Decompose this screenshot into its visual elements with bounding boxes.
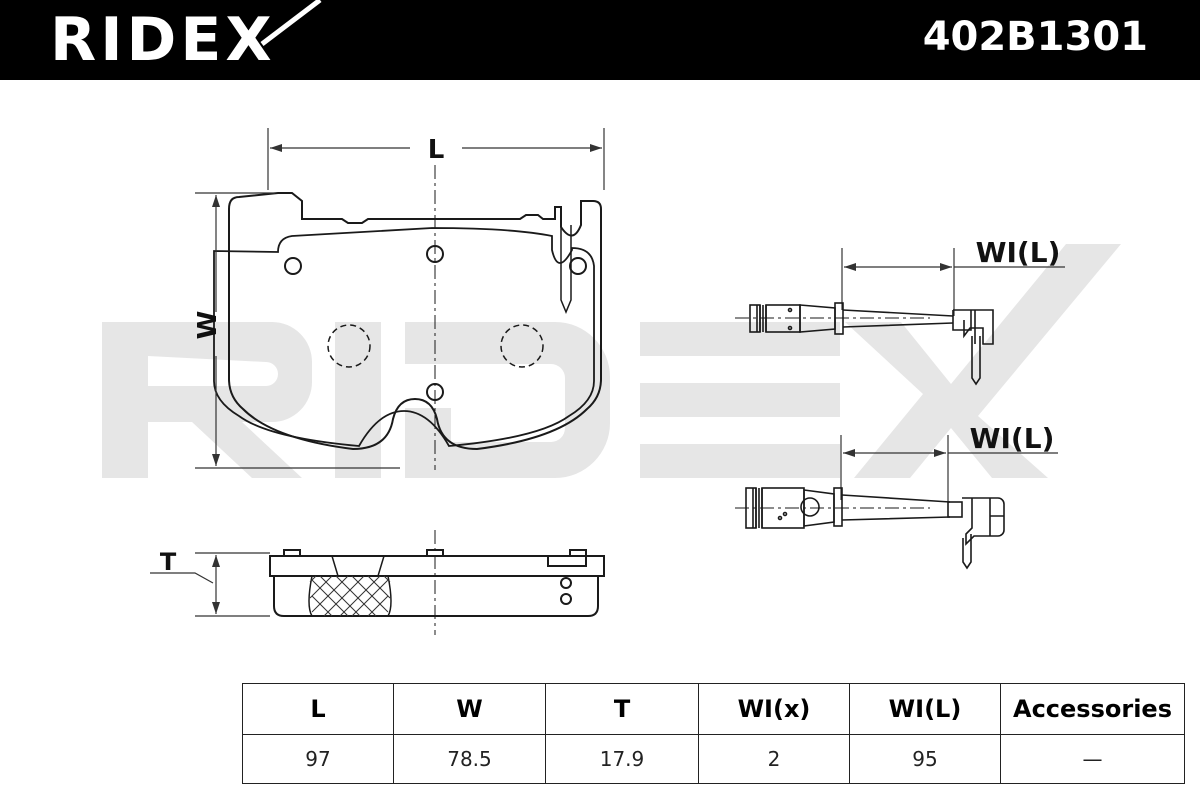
header-cell: L xyxy=(242,683,394,735)
header-bar: RIDEX 402B1301 xyxy=(0,0,1200,80)
sensor-length-label-1: WI(L) xyxy=(976,236,1061,269)
dimension-label-t: T xyxy=(160,548,177,576)
value-cell: 97 xyxy=(242,734,394,784)
header-cell: T xyxy=(545,683,699,735)
header-cell: WI(x) xyxy=(698,683,850,735)
table-row: 97 78.5 17.9 2 95 — xyxy=(242,734,1185,784)
value-cell: 95 xyxy=(849,734,1001,784)
value-cell: 17.9 xyxy=(545,734,699,784)
ridex-watermark xyxy=(102,244,1121,478)
value-cell: 78.5 xyxy=(393,734,546,784)
dimension-label-l: L xyxy=(428,135,445,165)
logo-slash-icon xyxy=(260,0,322,46)
specification-table: L W T WI(x) WI(L) Accessories 97 78.5 17… xyxy=(242,683,1185,784)
header-cell: WI(L) xyxy=(849,683,1001,735)
header-cell: W xyxy=(393,683,546,735)
value-cell: — xyxy=(1000,734,1185,784)
value-cell: 2 xyxy=(698,734,850,784)
part-number: 402B1301 xyxy=(922,14,1148,60)
table-header-row: L W T WI(x) WI(L) Accessories xyxy=(242,683,1185,735)
sensor-length-label-2: WI(L) xyxy=(970,422,1055,455)
ridex-logo: RIDEX xyxy=(50,5,276,75)
header-cell: Accessories xyxy=(1000,683,1185,735)
dimension-label-w: W xyxy=(193,311,223,340)
